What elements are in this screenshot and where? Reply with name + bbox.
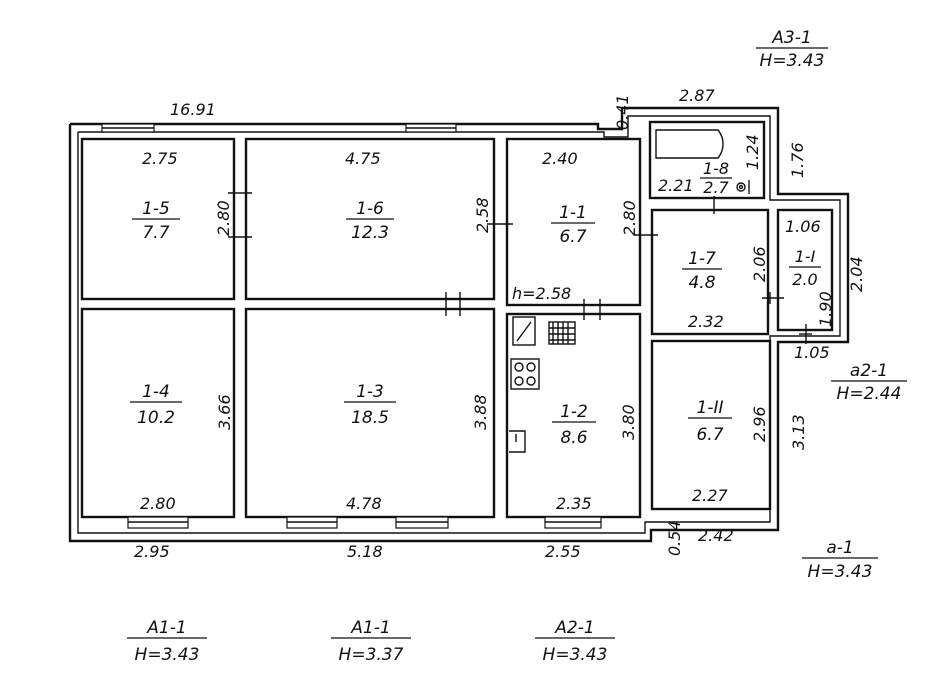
- room-1-8-depth: 1.24: [743, 134, 762, 170]
- letter-A3-1-name: А3-1: [771, 28, 811, 48]
- dim-top-total: 16.91: [170, 100, 216, 119]
- stove-burner-1-icon: [514, 362, 524, 372]
- room-1-5-depth: 2.80: [214, 200, 233, 236]
- room-1-8-width: 2.21: [658, 176, 694, 195]
- room-1-2-id: 1-2: [560, 402, 588, 422]
- room-1-6-area: 12.3: [351, 223, 389, 243]
- room-1-3-id: 1-3: [356, 382, 384, 402]
- room-1-II-id: 1-II: [697, 398, 724, 418]
- dim-annex-right: 3.13: [789, 414, 808, 450]
- room-1-II-area: 6.7: [696, 425, 723, 445]
- room-1-8-outline: [648, 120, 766, 200]
- letter-a-1-height: Н=3.43: [808, 562, 873, 582]
- letter-A1-1-left: А1-1 Н=3.43: [127, 618, 207, 665]
- letter-a-1: а-1 Н=3.43: [802, 538, 878, 582]
- letter-A2-1: А2-1 Н=3.43: [535, 618, 615, 665]
- room-1-8-area: 2.7: [703, 178, 729, 197]
- room-1-7-depth: 2.06: [750, 246, 769, 282]
- dim-bottom-left: 2.95: [134, 542, 170, 561]
- boiler-icon: [509, 430, 526, 453]
- room-1-2-depth: 3.80: [619, 404, 638, 440]
- room-1-I-depth: 1.90: [816, 291, 835, 327]
- letter-A1-1-left-name: А1-1: [146, 618, 186, 638]
- room-1-1-outline: [505, 137, 642, 307]
- room-1-6-depth: 2.58: [473, 197, 492, 233]
- room-1-5-id: 1-5: [142, 199, 170, 219]
- room-1-1-area: 6.7: [559, 227, 586, 247]
- room-1-8-id: 1-8: [703, 159, 729, 178]
- stove-burner-2-icon: [526, 362, 536, 372]
- stove-burner-4-icon: [526, 376, 536, 386]
- room-1-4-area: 10.2: [137, 408, 175, 428]
- room-1-II-width: 2.27: [692, 486, 728, 505]
- room-1-6-outline: [244, 137, 496, 301]
- outer-wall-inner: [77, 115, 841, 534]
- letter-A2-1-height: Н=3.43: [543, 645, 608, 665]
- room-1-7-id: 1-7: [688, 249, 716, 269]
- letter-A3-1: А3-1 Н=3.43: [756, 28, 828, 71]
- outer-wall-main: [68, 106, 850, 543]
- room-1-1-id: 1-1: [559, 203, 587, 223]
- room-1-II-outline: [650, 339, 772, 511]
- letter-A1-1-mid: А1-1 Н=3.37: [331, 618, 411, 665]
- room-1-4-id: 1-4: [142, 382, 170, 402]
- room-1-5-width: 2.75: [142, 149, 178, 168]
- room-1-2-width: 2.35: [556, 494, 592, 513]
- room-1-1-width: 2.40: [542, 149, 578, 168]
- letter-A1-1-left-height: Н=3.43: [135, 645, 200, 665]
- doors: [228, 192, 812, 344]
- room-1-I-extra: 1.05: [794, 343, 830, 362]
- room-1-7-outline: [650, 208, 770, 336]
- room-1-I-id: 1-I: [795, 247, 816, 266]
- room-1-5-outline: [80, 137, 236, 301]
- room-1-2-height-note: h=2.58: [512, 284, 571, 303]
- stove-icon: [510, 358, 540, 390]
- letter-a2-1-height: Н=2.44: [837, 384, 902, 404]
- letter-A3-1-height: Н=3.43: [760, 51, 825, 71]
- bathtub-icon: [655, 129, 724, 159]
- room-1-I-width: 1.06: [785, 217, 821, 236]
- dim-wall-step: 0.41: [613, 94, 632, 130]
- dim-bottom-mid: 5.18: [347, 542, 383, 561]
- dim-annex-side: 1.76: [788, 142, 807, 178]
- dim-annex-top: 2.87: [679, 86, 715, 105]
- room-1-II-depth: 2.96: [750, 406, 769, 442]
- room-1-3-width: 4.78: [346, 494, 382, 513]
- room-1-1-depth: 2.80: [620, 200, 639, 236]
- dim-bottom-right: 2.55: [545, 542, 581, 561]
- dim-step-bottom: 0.54: [665, 520, 684, 556]
- toilet-inner-icon: [738, 184, 744, 190]
- heater-icon: [548, 321, 576, 345]
- room-1-7-area: 4.8: [688, 273, 715, 293]
- windows: [101, 123, 602, 529]
- dim-annex-bottom: 2.42: [698, 526, 734, 545]
- letter-A1-1-mid-name: А1-1: [350, 618, 390, 638]
- dim-porch-side: 2.04: [847, 256, 866, 292]
- room-1-2-area: 8.6: [560, 428, 587, 448]
- room-1-3-depth: 3.88: [471, 394, 490, 430]
- room-1-6-width: 4.75: [345, 149, 381, 168]
- room-1-4-width: 2.80: [140, 494, 176, 513]
- stove-burner-3-icon: [514, 376, 524, 386]
- room-1-5-area: 7.7: [142, 223, 169, 243]
- room-1-I-outline: [776, 208, 834, 332]
- letter-a2-1: а2-1 Н=2.44: [831, 361, 907, 404]
- sink-diagonal: [516, 321, 532, 342]
- letter-A2-1-name: А2-1: [554, 618, 594, 638]
- room-1-3-outline: [244, 307, 496, 519]
- letter-a-1-name: а-1: [826, 538, 853, 558]
- letter-A1-1-mid-height: Н=3.37: [339, 645, 404, 665]
- room-1-3-area: 18.5: [351, 408, 389, 428]
- sink-icon: [512, 316, 536, 346]
- toilet-icon: [736, 182, 746, 192]
- heater-grid: [549, 322, 575, 344]
- room-1-7-width: 2.32: [688, 312, 724, 331]
- room-1-6-id: 1-6: [356, 199, 384, 219]
- room-1-4-depth: 3.66: [215, 394, 234, 430]
- room-1-I-area: 2.0: [792, 270, 817, 289]
- letter-a2-1-name: а2-1: [850, 361, 888, 381]
